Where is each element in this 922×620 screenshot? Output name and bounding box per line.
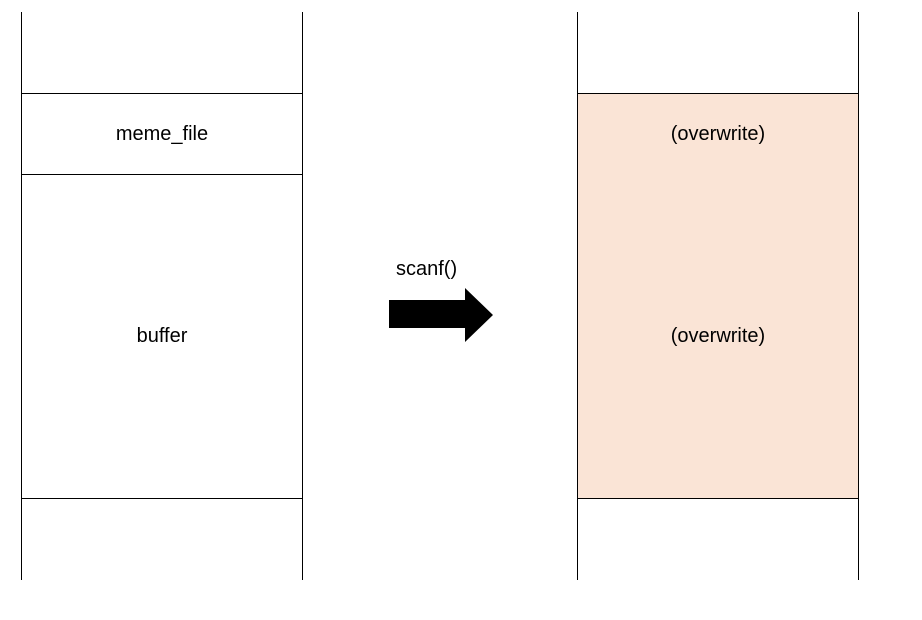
- overwrite-main-label: (overwrite): [670, 324, 766, 347]
- meme-file-cell: meme_file: [22, 93, 302, 175]
- overwritten-buffer-cell: (overwrite): [578, 174, 858, 499]
- buffer-cell: buffer: [22, 174, 302, 499]
- meme-file-label: meme_file: [115, 122, 209, 145]
- arrow-shape: [389, 288, 493, 342]
- overwrite-top-label: (overwrite): [670, 122, 766, 145]
- right-arrow-icon: [389, 288, 493, 342]
- buffer-label: buffer: [136, 324, 188, 347]
- stack-after: (overwrite) (overwrite): [577, 12, 859, 580]
- stack-before: meme_file buffer: [21, 12, 303, 580]
- overwritten-meme-file-cell: (overwrite): [578, 93, 858, 175]
- scanf-label: scanf(): [396, 258, 458, 280]
